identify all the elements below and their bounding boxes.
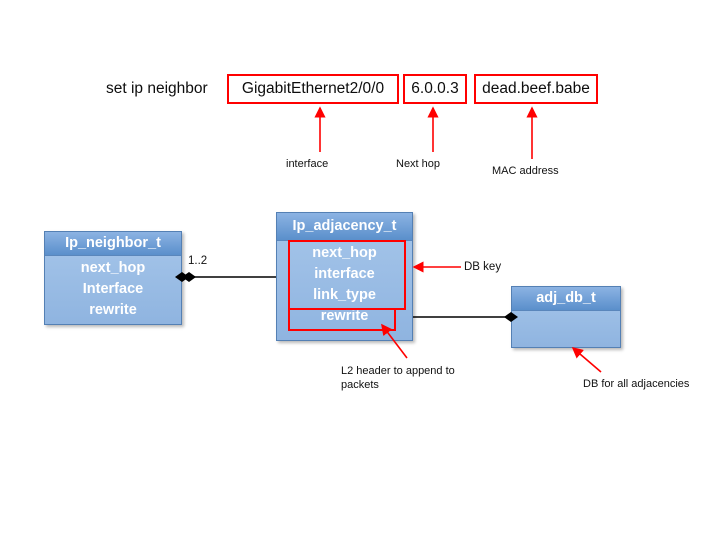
caption-next-hop: Next hop bbox=[396, 158, 441, 170]
command-arg-mac-address[interactable]: dead.beef.babe bbox=[474, 74, 598, 104]
command-arg-interface[interactable]: GigabitEthernet2/0/0 bbox=[227, 74, 399, 104]
command-label: set ip neighbor bbox=[106, 80, 208, 97]
class-field: link_type bbox=[313, 287, 376, 303]
association-multiplicity: 1..2 bbox=[188, 255, 208, 267]
class-title-ip-adjacency-t: Ip_adjacency_t bbox=[277, 213, 412, 241]
class-field: Interface bbox=[82, 281, 144, 297]
caption-interface: interface bbox=[286, 158, 329, 170]
annotation-db-key: DB key bbox=[464, 261, 502, 273]
class-fields-ip-neighbor-t: next_hop Interface rewrite bbox=[45, 256, 181, 324]
association-adjacency-adjdb bbox=[413, 312, 518, 322]
annotation-arrow-db-for-all bbox=[571, 346, 602, 373]
highlight-rewrite-field bbox=[288, 308, 396, 331]
class-field: next_hop bbox=[80, 260, 146, 276]
class-box-ip-adjacency-t[interactable]: Ip_adjacency_t next_hop interface link_t… bbox=[276, 212, 413, 341]
command-arg-next-hop[interactable]: 6.0.0.3 bbox=[403, 74, 467, 104]
class-box-adj-db-t[interactable]: adj_db_t bbox=[511, 286, 621, 348]
class-field: rewrite bbox=[320, 308, 369, 324]
caption-mac-address: MAC address bbox=[492, 165, 559, 177]
class-fields-ip-adjacency-t: next_hop interface link_type rewrite bbox=[277, 241, 412, 340]
class-field: rewrite bbox=[89, 302, 137, 318]
association-neighbor-adjacency bbox=[175, 272, 276, 282]
class-field: next_hop bbox=[312, 245, 377, 261]
class-title-adj-db-t: adj_db_t bbox=[512, 287, 620, 311]
highlight-db-key-fields bbox=[288, 240, 406, 310]
class-title-ip-neighbor-t: Ip_neighbor_t bbox=[45, 232, 181, 256]
class-box-ip-neighbor-t[interactable]: Ip_neighbor_t next_hop Interface rewrite bbox=[44, 231, 182, 325]
annotation-db-for-all-adjacencies: DB for all adjacencies bbox=[583, 378, 690, 390]
class-field: interface bbox=[314, 266, 375, 282]
class-fields-adj-db-t bbox=[512, 311, 620, 347]
annotation-l2-header: L2 header to append to packets bbox=[341, 365, 455, 391]
